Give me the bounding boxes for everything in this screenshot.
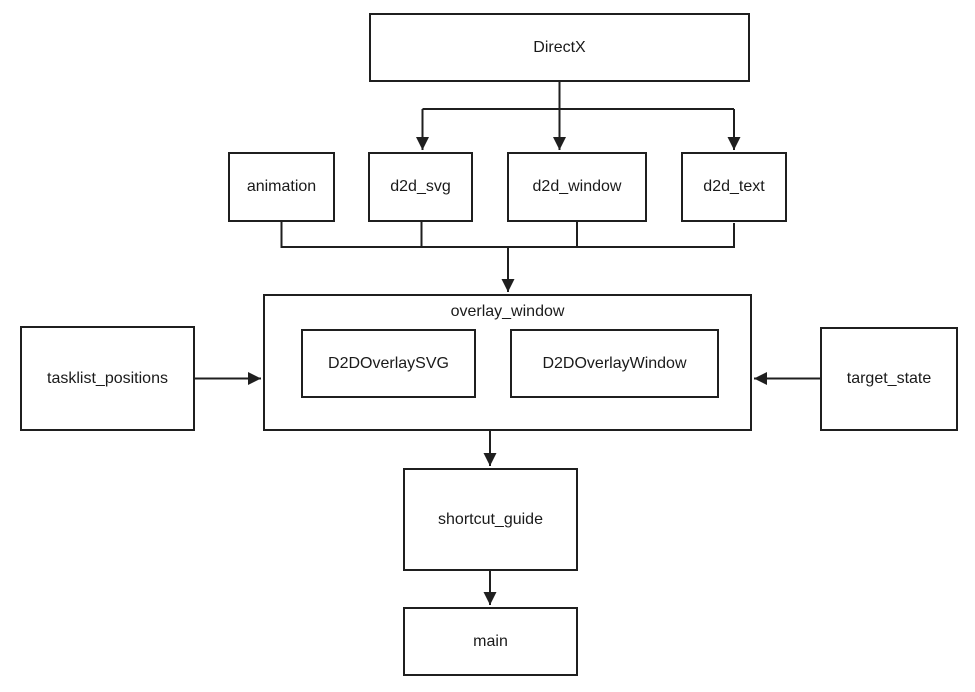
node-main: main	[403, 607, 578, 676]
node-d2d-text-label: d2d_text	[703, 178, 765, 196]
node-animation-label: animation	[246, 178, 317, 196]
node-d2doverlaywindow: D2DOverlayWindow	[510, 329, 719, 398]
node-d2d-window-label: d2d_window	[532, 178, 622, 196]
node-d2doverlaywindow-label: D2DOverlayWindow	[542, 354, 687, 372]
edge-group-merge-bus	[280, 222, 735, 292]
node-directx: DirectX	[369, 13, 750, 82]
node-d2d-svg: d2d_svg	[368, 152, 473, 222]
edge-group-directx-fanout	[416, 82, 741, 150]
node-main-label: main	[473, 632, 508, 650]
node-overlay-window-label: overlay_window	[450, 303, 565, 320]
node-tasklist-positions: tasklist_positions	[20, 326, 195, 431]
node-d2d-text: d2d_text	[681, 152, 787, 222]
node-target-state: target_state	[820, 327, 958, 431]
node-animation: animation	[228, 152, 335, 222]
node-d2doverlaysvg-label: D2DOverlaySVG	[328, 354, 449, 372]
node-target-state-label: target_state	[846, 370, 932, 388]
node-shortcut-guide: shortcut_guide	[403, 468, 578, 571]
node-d2doverlaysvg: D2DOverlaySVG	[301, 329, 476, 398]
node-d2d-window: d2d_window	[507, 152, 647, 222]
node-overlay-window: overlay_window D2DOverlaySVG D2DOverlayW…	[263, 294, 752, 431]
node-tasklist-positions-label: tasklist_positions	[47, 369, 168, 387]
node-d2d-svg-label: d2d_svg	[390, 178, 451, 196]
node-directx-label: DirectX	[533, 38, 586, 56]
node-shortcut-guide-label: shortcut_guide	[438, 510, 543, 528]
